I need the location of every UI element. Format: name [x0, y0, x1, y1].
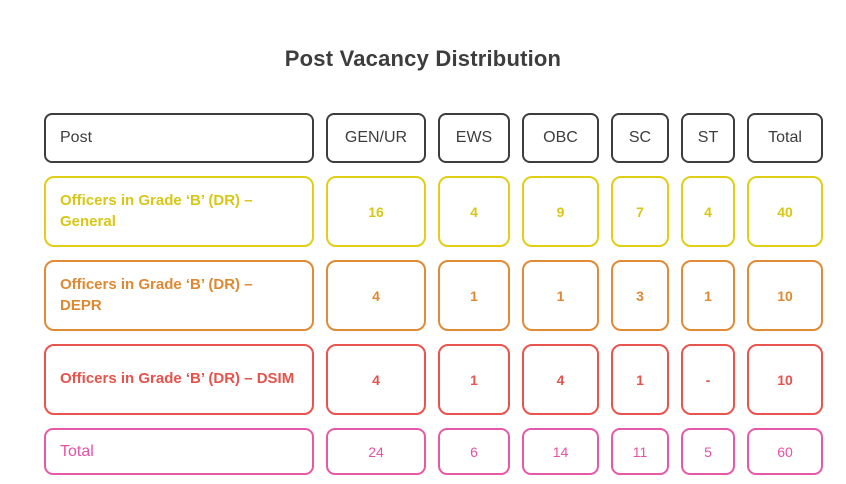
cell-dsim-obc: 4 [522, 344, 599, 415]
header-cell-total: Total [747, 113, 823, 163]
cell-total-sc: 11 [611, 428, 669, 475]
cell-general-st: 4 [681, 176, 735, 247]
header-cell-ews: EWS [438, 113, 510, 163]
header-cell-st: ST [681, 113, 735, 163]
table-header-row: Post GEN/UR EWS OBC SC ST Total [44, 113, 823, 163]
page-title: Post Vacancy Distribution [284, 46, 562, 71]
cell-depr-ews: 1 [438, 260, 510, 331]
cell-depr-st: 1 [681, 260, 735, 331]
cell-depr-total: 10 [747, 260, 823, 331]
cell-dsim-ews: 1 [438, 344, 510, 415]
table-row: Officers in Grade ‘B’ (DR) – General 16 … [44, 176, 823, 247]
table-row: Officers in Grade ‘B’ (DR) – DSIM 4 1 4 … [44, 344, 823, 415]
cell-depr-obc: 1 [522, 260, 599, 331]
cell-total-st: 5 [681, 428, 735, 475]
cell-general-total: 40 [747, 176, 823, 247]
table-total-row: Total 24 6 14 11 5 60 [44, 428, 823, 475]
cell-general-sc: 7 [611, 176, 669, 247]
cell-dsim-st: - [681, 344, 735, 415]
table-row: Officers in Grade ‘B’ (DR) – DEPR 4 1 1 … [44, 260, 823, 331]
cell-total-total: 60 [747, 428, 823, 475]
row-label-depr: Officers in Grade ‘B’ (DR) – DEPR [44, 260, 314, 331]
header-cell-gen-ur: GEN/UR [326, 113, 426, 163]
header-cell-sc: SC [611, 113, 669, 163]
vacancy-table: Post GEN/UR EWS OBC SC ST Total Officers… [44, 113, 823, 475]
row-label-general: Officers in Grade ‘B’ (DR) – General [44, 176, 314, 247]
header-cell-obc: OBC [522, 113, 599, 163]
cell-general-ews: 4 [438, 176, 510, 247]
cell-dsim-sc: 1 [611, 344, 669, 415]
cell-dsim-gen-ur: 4 [326, 344, 426, 415]
row-label-dsim: Officers in Grade ‘B’ (DR) – DSIM [44, 344, 314, 415]
cell-depr-gen-ur: 4 [326, 260, 426, 331]
header-cell-post: Post [44, 113, 314, 163]
cell-general-obc: 9 [522, 176, 599, 247]
cell-dsim-total: 10 [747, 344, 823, 415]
cell-total-obc: 14 [522, 428, 599, 475]
cell-total-gen-ur: 24 [326, 428, 426, 475]
cell-general-gen-ur: 16 [326, 176, 426, 247]
cell-total-ews: 6 [438, 428, 510, 475]
row-label-total: Total [44, 428, 314, 475]
cell-depr-sc: 3 [611, 260, 669, 331]
